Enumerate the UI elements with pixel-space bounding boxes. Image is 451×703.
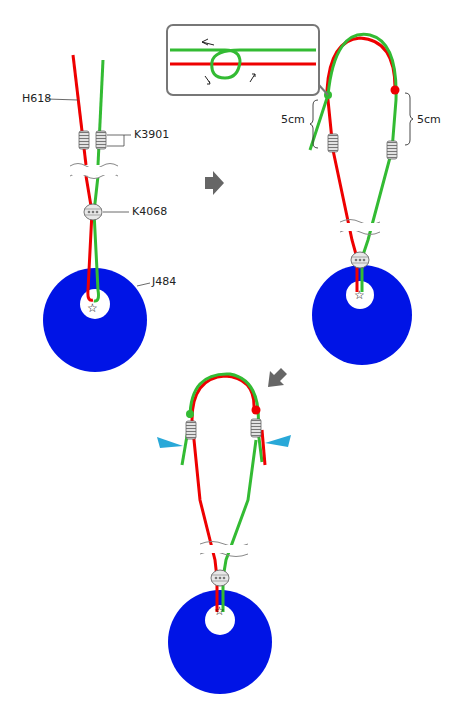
star-mark: ☆ [87, 302, 98, 314]
panel-three [157, 374, 291, 694]
panel-two [167, 25, 413, 365]
step-arrow [205, 171, 224, 195]
part-name: J484 [152, 276, 176, 287]
dimension: 5cm [417, 114, 441, 125]
cut-mark [157, 437, 183, 448]
cut-mark [265, 435, 291, 447]
star-mark: ☆ [214, 605, 225, 617]
step-arrow [268, 368, 287, 387]
part-name: K3901 [134, 129, 169, 140]
part-name: K4068 [132, 206, 167, 217]
dimension: 5cm [281, 114, 305, 125]
star-mark: ☆ [354, 289, 365, 301]
part-name: H618 [22, 93, 51, 104]
